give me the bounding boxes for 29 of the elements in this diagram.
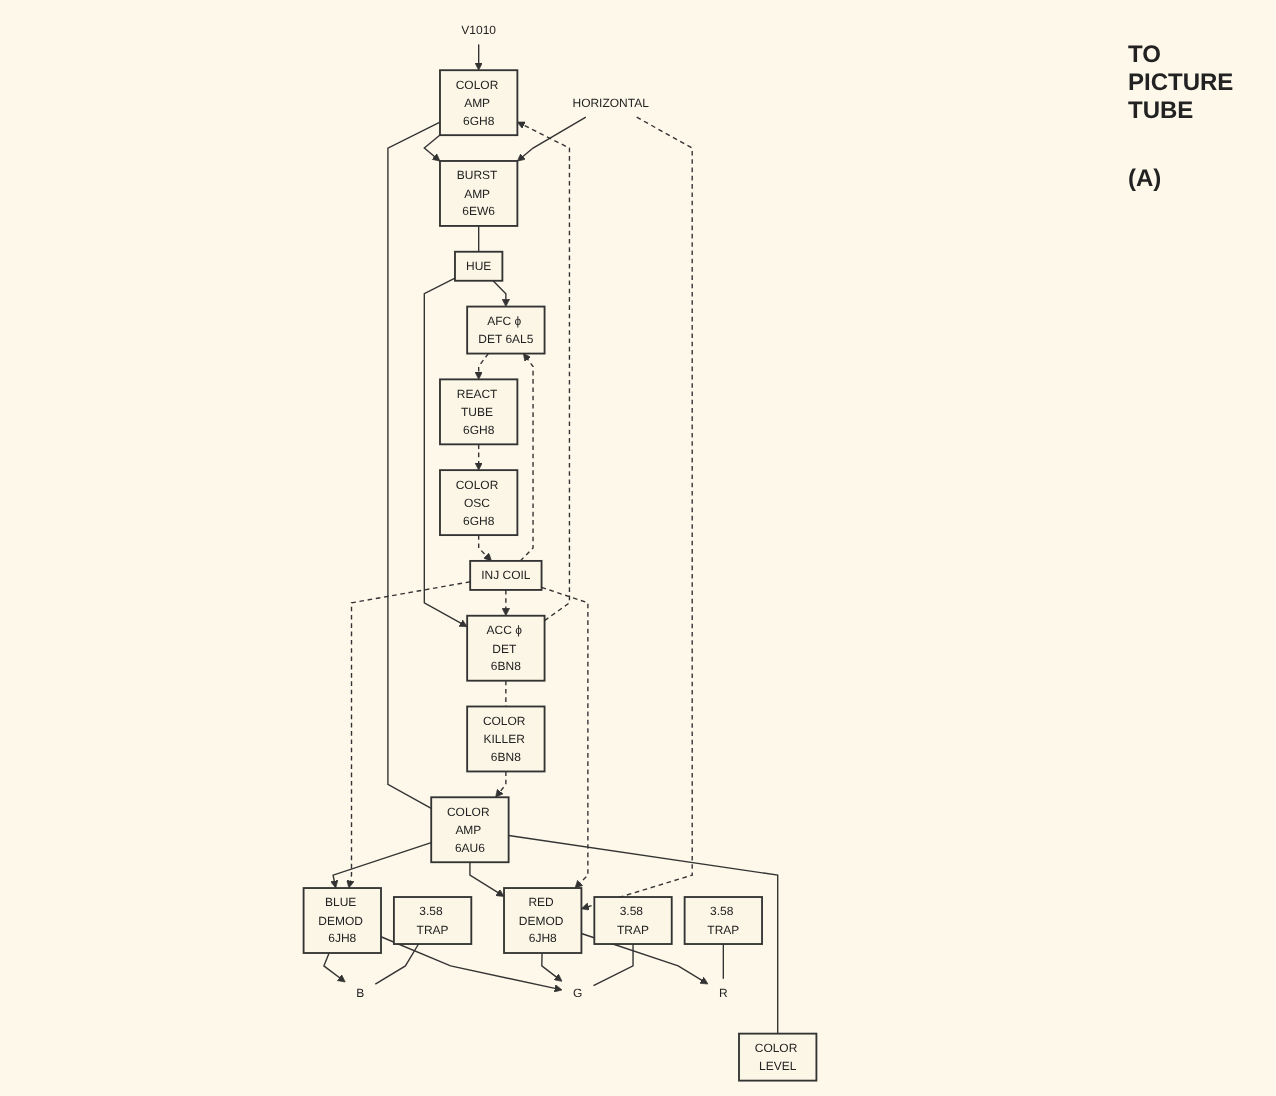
arrow (474, 43, 483, 71)
connector (387, 121, 441, 810)
arrow (519, 353, 534, 562)
note-text: TO PICTURE TUBE (1128, 40, 1236, 124)
arrow (423, 134, 441, 162)
connector (478, 225, 480, 253)
arrow (323, 952, 346, 983)
arrow (492, 280, 510, 307)
arrow (330, 841, 432, 889)
connector (374, 943, 420, 985)
connector (722, 943, 725, 980)
arrow (517, 121, 571, 622)
arrow (478, 534, 492, 562)
arrow (469, 861, 505, 897)
note-text: (A) (1128, 164, 1164, 192)
arrow (540, 586, 589, 889)
arrow (380, 936, 563, 993)
arrow (541, 952, 563, 982)
arrow (517, 116, 587, 162)
arrow (501, 589, 510, 617)
connector (592, 943, 634, 987)
arrow (495, 770, 507, 798)
arrow (423, 277, 468, 628)
arrow (581, 116, 693, 911)
arrow (474, 443, 483, 471)
arrow (474, 352, 489, 380)
connector (505, 680, 507, 708)
connector (507, 834, 779, 1035)
arrow (346, 581, 471, 889)
